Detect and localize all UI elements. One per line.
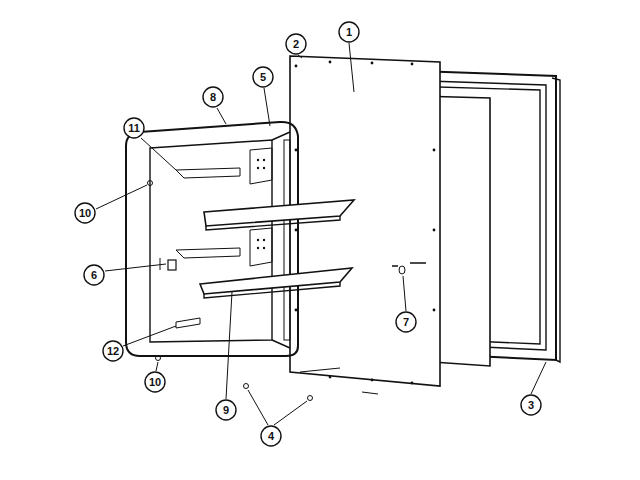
callout-number: 9 xyxy=(223,405,229,416)
callout-number: 2 xyxy=(293,39,299,50)
callout-number: 6 xyxy=(91,270,97,281)
callout-number: 3 xyxy=(528,400,534,411)
callout-number: 12 xyxy=(107,346,119,357)
callout-number: 10 xyxy=(79,208,91,219)
callout-number: 11 xyxy=(128,123,140,134)
callout-number: 10 xyxy=(149,377,161,388)
callout-number: 7 xyxy=(403,317,409,328)
callout-number: 5 xyxy=(260,72,266,83)
callout-number: 8 xyxy=(210,92,216,103)
callout-number: 1 xyxy=(346,27,352,38)
callout-number: 4 xyxy=(268,431,274,442)
